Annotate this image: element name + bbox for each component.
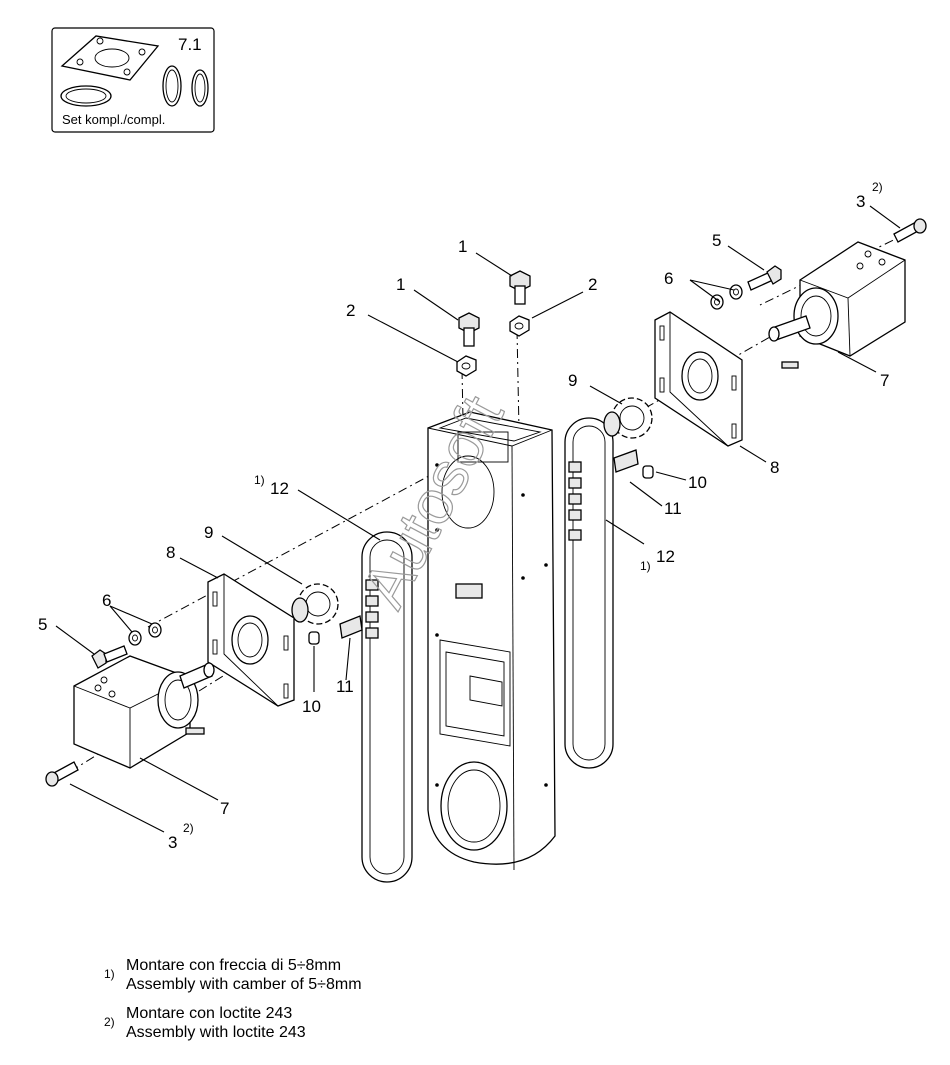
footnote-1: 1) Montare con freccia di 5÷8mm Assembly… bbox=[104, 956, 362, 994]
callout-11-right: 11 bbox=[664, 499, 682, 518]
left-cap-screw bbox=[45, 761, 79, 787]
callout-9-right: 9 bbox=[568, 371, 577, 390]
right-sprocket bbox=[603, 397, 653, 439]
callout-2-right: 2 bbox=[588, 275, 597, 294]
callout-6-left: 6 bbox=[102, 591, 111, 610]
top-bolt-right bbox=[509, 270, 531, 305]
right-hydraulic-motor bbox=[768, 241, 906, 369]
callout-5-left: 5 bbox=[38, 615, 47, 634]
callout-3-right-note: 2) bbox=[872, 180, 883, 194]
callout-10-right: 10 bbox=[688, 473, 707, 492]
left-key bbox=[308, 631, 320, 645]
left-hydraulic-motor bbox=[73, 655, 215, 769]
callout-5-right: 5 bbox=[712, 231, 721, 250]
callout-8-right: 8 bbox=[770, 458, 779, 477]
right-cap-screw bbox=[893, 218, 927, 243]
right-chain bbox=[564, 417, 614, 769]
footnote-2-english: Assembly with loctite 243 bbox=[126, 1024, 306, 1041]
footnote-2: 2) Montare con loctite 243 Assembly with… bbox=[104, 1004, 362, 1042]
left-connecting-link bbox=[339, 615, 363, 639]
footnote-2-number: 2) bbox=[104, 1015, 115, 1029]
right-key bbox=[642, 465, 654, 479]
left-chain bbox=[361, 531, 413, 883]
inset-caption: Set kompl./compl. bbox=[62, 112, 165, 127]
seal-kit-inset: 7.1 Set kompl./compl. bbox=[51, 27, 215, 133]
right-washers bbox=[710, 284, 743, 310]
callout-12-right: 12 bbox=[656, 547, 675, 566]
left-bolt bbox=[91, 645, 128, 669]
right-connecting-link bbox=[613, 449, 639, 473]
callout-7-left: 7 bbox=[220, 799, 229, 818]
left-washers bbox=[128, 622, 162, 646]
callout-7-right: 7 bbox=[880, 371, 889, 390]
inset-item-number: 7.1 bbox=[178, 35, 202, 54]
callout-2-left: 2 bbox=[346, 301, 355, 320]
callout-12-right-note: 1) bbox=[640, 559, 651, 573]
callout-12-left-note: 1) bbox=[254, 473, 265, 487]
callout-12-left: 12 bbox=[270, 479, 289, 498]
nut-right bbox=[509, 315, 530, 337]
left-sprocket bbox=[291, 583, 339, 625]
callout-1-left: 1 bbox=[396, 275, 405, 294]
callout-9-left: 9 bbox=[204, 523, 213, 542]
footnotes: 1) Montare con freccia di 5÷8mm Assembly… bbox=[104, 956, 362, 1052]
callout-3-right: 3 bbox=[856, 192, 865, 211]
right-bolt bbox=[747, 265, 782, 291]
callout-labels: 1 1 2 2 3 2) 3 2) 5 5 6 6 7 7 8 8 9 9 10… bbox=[38, 180, 889, 852]
nut-left bbox=[456, 355, 477, 377]
callout-3-left: 3 bbox=[168, 833, 177, 852]
left-mounting-plate bbox=[207, 573, 295, 707]
leader-lines bbox=[55, 205, 901, 833]
footnote-2-italian: Montare con loctite 243 bbox=[126, 1005, 293, 1022]
footnote-1-italian: Montare con freccia di 5÷8mm bbox=[126, 957, 342, 974]
callout-6-right: 6 bbox=[664, 269, 673, 288]
callout-1-right: 1 bbox=[458, 237, 467, 256]
footnote-1-english: Assembly with camber of 5÷8mm bbox=[126, 976, 362, 993]
callout-8-left: 8 bbox=[166, 543, 175, 562]
top-bolt-left bbox=[458, 312, 480, 347]
central-housing bbox=[427, 411, 556, 871]
right-mounting-plate bbox=[654, 311, 743, 447]
footnote-1-number: 1) bbox=[104, 967, 115, 981]
callout-11-left: 11 bbox=[336, 677, 354, 696]
callout-10-left: 10 bbox=[302, 697, 321, 716]
callout-3-left-note: 2) bbox=[183, 821, 194, 835]
